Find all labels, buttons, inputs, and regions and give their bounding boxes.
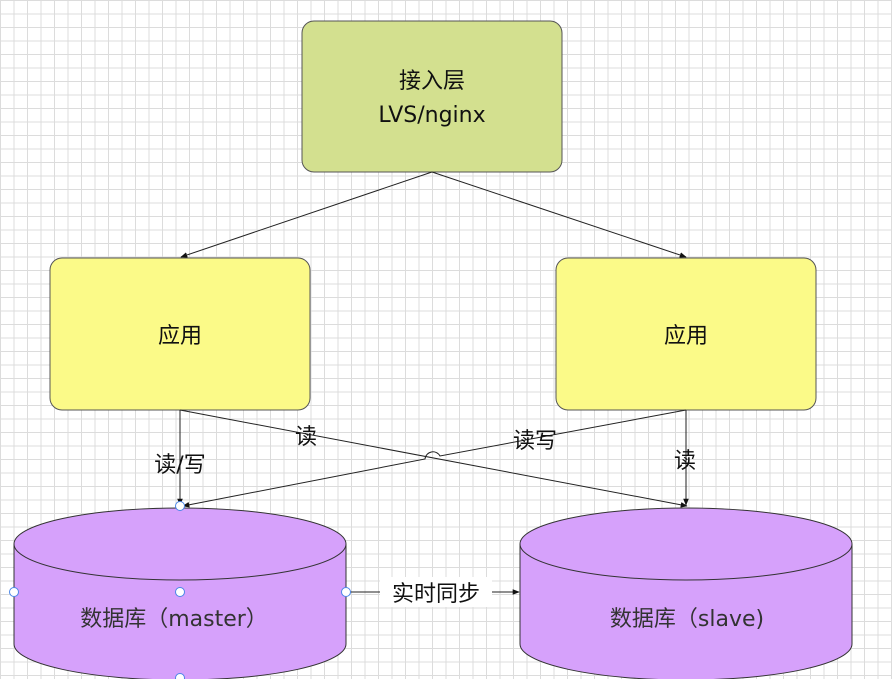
sync-label-background	[380, 577, 492, 607]
db-slave-node[interactable]: 数据库（slave)	[519, 507, 853, 679]
selection-handles[interactable]	[9, 501, 351, 679]
access-layer-subtitle: LVS/nginx	[378, 103, 485, 128]
handle-center[interactable]	[175, 587, 185, 597]
handle-top[interactable]	[175, 501, 185, 511]
label-realtime-sync: 实时同步	[392, 582, 480, 607]
app-node-right[interactable]: 应用	[555, 257, 817, 411]
handle-left[interactable]	[9, 587, 19, 597]
app-right-label: 应用	[664, 324, 708, 349]
edge-app-right-to-master	[182, 409, 687, 508]
label-right-read-write: 读写	[513, 429, 557, 454]
label-right-read: 读	[674, 449, 696, 474]
label-left-read: 读	[295, 425, 317, 450]
label-left-read-write: 读/写	[154, 453, 205, 478]
edge-access-to-app-right	[431, 171, 687, 258]
app-left-label: 应用	[158, 324, 202, 349]
access-layer-title: 接入层	[399, 69, 465, 94]
handle-bottom[interactable]	[175, 673, 185, 679]
access-layer-node[interactable]: 接入层 LVS/nginx	[301, 20, 563, 173]
db-slave-label: 数据库（slave)	[610, 607, 764, 632]
edge-app-left-to-slave	[179, 409, 688, 508]
handle-right[interactable]	[341, 587, 351, 597]
edge-access-to-app-left	[180, 171, 433, 258]
app-node-left[interactable]: 应用	[49, 257, 311, 411]
db-master-label: 数据库（master）	[80, 607, 268, 632]
db-master-node[interactable]: 数据库（master）	[13, 507, 347, 679]
